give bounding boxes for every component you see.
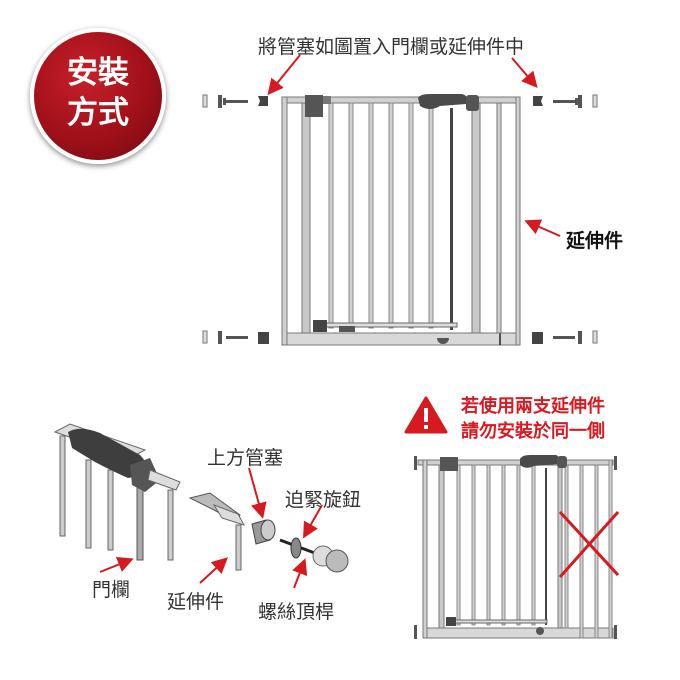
warning-line-2: 請勿安裝於同一側 (461, 421, 605, 442)
warning-triangle-icon (404, 396, 448, 434)
exploded-view-illustration (53, 423, 349, 589)
badge-line-2: 方式 (67, 95, 129, 131)
label-screw-rod: 螺絲頂桿 (258, 601, 335, 623)
instruction-text: 將管塞如圖置入門欄或延伸件中 (258, 36, 525, 58)
label-gate-bar: 門欄 (92, 579, 131, 601)
gate-frame (281, 94, 521, 346)
pressure-parts-top-right (533, 94, 598, 108)
warning-line-1: 若使用兩支延伸件 (461, 396, 605, 417)
label-tightening-knob: 迫緊旋鈕 (285, 489, 362, 511)
installation-method-badge: 安裝 方式 (30, 28, 166, 164)
double-extension-gate (414, 455, 620, 639)
badge-line-1: 安裝 (67, 55, 129, 91)
pressure-parts-top-left (202, 94, 268, 108)
extension-label: 延伸件 (566, 230, 624, 252)
label-extension: 延伸件 (167, 591, 225, 613)
label-top-plug: 上方管塞 (207, 447, 284, 469)
